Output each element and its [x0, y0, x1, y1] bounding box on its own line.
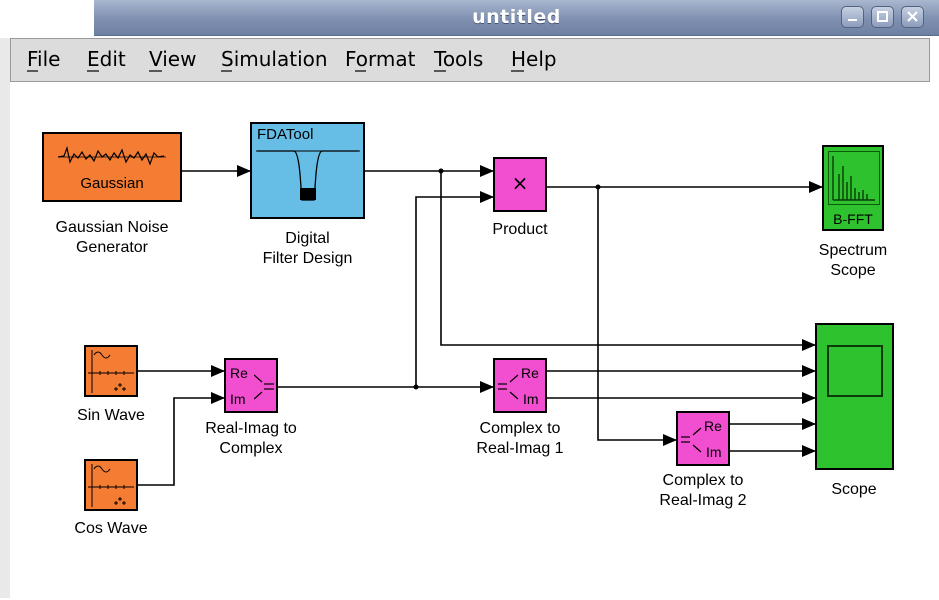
c2ri1-label-line2: Real-Imag 1 — [476, 440, 564, 457]
filter-label-line1: Digital — [285, 230, 330, 247]
real-imag-to-complex-block[interactable]: Re Im — [224, 358, 278, 413]
wire-cos-ri2c — [138, 392, 225, 486]
combine-icon — [254, 374, 274, 400]
scope-screen-icon — [827, 345, 883, 397]
menu-help[interactable]: Help — [511, 47, 557, 71]
complex-to-real-imag-2-block[interactable]: Re Im — [676, 411, 730, 466]
c2ri2-re-port: Re — [704, 418, 722, 434]
menu-tools[interactable]: Tools — [434, 47, 484, 71]
product-block[interactable]: × — [493, 157, 547, 212]
complex-to-real-imag-1-block[interactable]: Re Im — [493, 358, 547, 413]
gaussian-noise-block[interactable]: Gaussian — [42, 132, 182, 202]
wire-product-c2ri2 — [597, 187, 677, 446]
c2ri2-label-line1: Complex to — [662, 472, 744, 489]
sin-wave-block[interactable] — [84, 345, 138, 397]
minimize-button[interactable] — [841, 6, 864, 28]
c2ri1-im-port: Im — [523, 391, 539, 407]
cos-wave-block[interactable] — [84, 459, 138, 511]
gaussian-label-line1: Gaussian Noise — [55, 219, 169, 236]
maximize-icon — [877, 11, 888, 22]
wire-ri2c-product — [415, 191, 494, 387]
scope-block[interactable] — [815, 323, 894, 470]
title-bar[interactable]: untitled — [94, 0, 939, 36]
scope-label: Scope — [831, 481, 877, 498]
menu-view[interactable]: View — [149, 47, 197, 71]
c2ri2-im-port: Im — [706, 444, 722, 460]
ri2c-re-port: Re — [230, 365, 248, 381]
c2ri1-re-port: Re — [521, 365, 539, 381]
menu-file[interactable]: File — [27, 47, 61, 71]
gaussian-label: Gaussian Noise Generator — [38, 218, 186, 258]
filter-label-line2: Filter Design — [262, 250, 353, 267]
close-icon — [907, 11, 918, 22]
spectrum-scope-block[interactable]: B-FFT — [822, 145, 884, 231]
c2ri1-label-line1: Complex to — [479, 420, 561, 437]
filter-label: Digital Filter Design — [240, 229, 375, 269]
fdatool-icon-text: FDATool — [257, 126, 314, 143]
menu-bar: File Edit View Simulation Format Tools H… — [10, 38, 930, 82]
wire-filter-scope — [440, 171, 816, 351]
sin-wave-label: Sin Wave — [77, 407, 145, 424]
filter-design-block[interactable]: FDATool — [250, 122, 365, 219]
spectrum-label: Spectrum Scope — [803, 241, 903, 281]
split-icon — [498, 374, 519, 400]
window-left-edge — [0, 38, 10, 598]
cosine-source-icon — [88, 464, 134, 507]
minimize-icon — [848, 19, 857, 21]
menu-format[interactable]: Format — [345, 47, 416, 71]
menu-simulation[interactable]: Simulation — [221, 47, 328, 71]
c2ri2-label-line2: Real-Imag 2 — [659, 492, 747, 509]
cos-wave-label: Cos Wave — [74, 520, 148, 537]
filter-response-icon — [256, 150, 360, 201]
noise-waveform-icon — [58, 145, 166, 166]
window-title: untitled — [472, 6, 561, 28]
menu-mnemonics — [27, 70, 524, 72]
bfft-icon-text: B-FFT — [833, 211, 873, 227]
ri2c-label: Real-Imag to Complex — [186, 419, 316, 459]
spectrum-label-line1: Spectrum — [818, 242, 888, 259]
maximize-button[interactable] — [871, 6, 894, 28]
multiply-icon: × — [511, 171, 529, 195]
sine-source-icon — [88, 350, 134, 393]
spectrum-bars-icon — [832, 156, 875, 201]
product-label: Product — [492, 221, 548, 238]
c2ri2-label: Complex to Real-Imag 2 — [638, 471, 768, 511]
menu-edit[interactable]: Edit — [87, 47, 126, 71]
c2ri1-label: Complex to Real-Imag 1 — [455, 419, 585, 459]
gaussian-label-line2: Generator — [75, 239, 149, 256]
spectrum-display — [828, 151, 880, 205]
close-button[interactable] — [901, 6, 924, 28]
spectrum-label-line2: Scope — [830, 262, 876, 279]
ri2c-im-port: Im — [230, 391, 246, 407]
split-icon — [681, 427, 702, 453]
ri2c-label-line2: Complex — [219, 440, 283, 457]
ri2c-label-line1: Real-Imag to — [205, 420, 297, 437]
gaussian-icon-text: Gaussian — [80, 175, 144, 192]
